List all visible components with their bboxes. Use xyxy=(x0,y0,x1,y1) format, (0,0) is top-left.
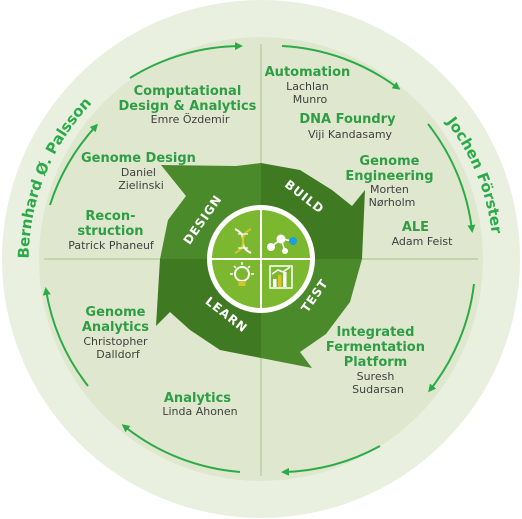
area-integrated-fermentation: Integrated Fermentation Platform Suresh … xyxy=(326,321,430,396)
flow-arrow-bottom-left xyxy=(121,424,241,473)
area-computational: Computational Design & Analytics Emre Öz… xyxy=(119,80,262,126)
area-analytics: Analytics Linda Ahonen xyxy=(162,387,237,418)
flow-arrow-right xyxy=(427,123,476,233)
flow-arrow-top-right xyxy=(281,45,401,90)
flow-arrow-bottom xyxy=(281,445,381,476)
area-genome-design: Genome Design Daniel Zielinski xyxy=(81,147,201,192)
area-ale: ALE Adam Feist xyxy=(392,216,454,248)
area-automation: Automation Lachlan Munro xyxy=(265,61,356,106)
area-genome-analytics: Genome Analytics Christopher Dalldorf xyxy=(82,301,154,361)
bar-chart-icon xyxy=(269,265,293,289)
area-genome-engineering: Genome Engineering Morten Nørholm xyxy=(345,150,438,209)
dna-icon xyxy=(234,228,252,254)
flow-arrow-left xyxy=(42,287,89,387)
area-dna-foundry: DNA Foundry Viji Kandasamy xyxy=(299,108,400,141)
flow-arrow-top-left xyxy=(49,123,99,206)
molecule-icon xyxy=(267,234,297,254)
flow-arrow-bottom-right xyxy=(428,283,475,393)
area-reconstruction: Recon- struction Patrick Phaneuf xyxy=(68,205,155,252)
flow-arrow-top xyxy=(129,42,243,79)
lightbulb-icon xyxy=(230,262,254,286)
